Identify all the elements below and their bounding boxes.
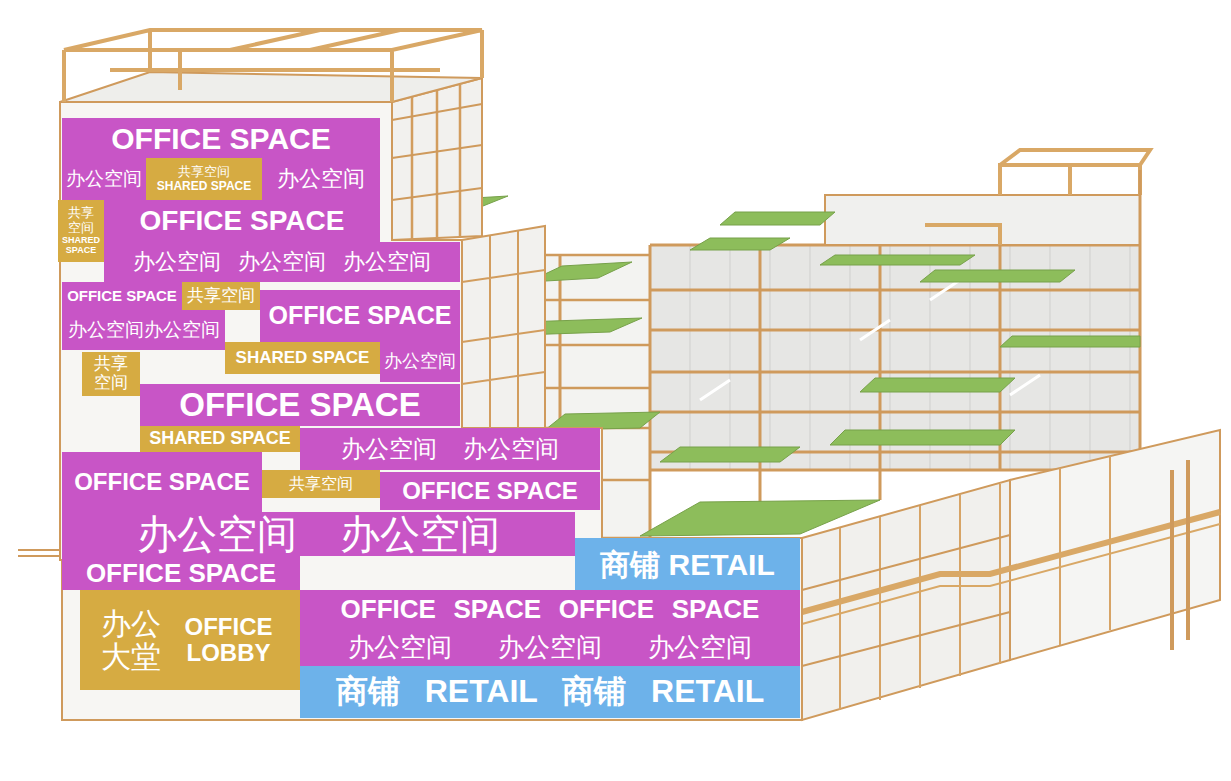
band-label: 商铺 RETAIL 商铺 RETAIL — [336, 674, 764, 709]
space-band: 共享空间 — [262, 470, 380, 498]
space-band: 商铺 RETAIL 商铺 RETAIL — [300, 666, 800, 718]
band-label: OFFICE SPACE — [269, 302, 452, 330]
space-band: OFFICE SPACE — [140, 384, 460, 426]
band-label: OFFICE SPACE — [67, 288, 177, 305]
space-band: 办公空间 — [380, 342, 460, 382]
band-label: OFFICE SPACE — [111, 122, 330, 155]
terrace — [820, 255, 975, 265]
terrace — [920, 270, 1075, 282]
terrace — [640, 500, 880, 536]
band-label: 办公空间 办公空间 办公空间 — [348, 633, 752, 662]
podium-end — [1010, 430, 1220, 660]
band-label: SHARED SPACE — [157, 180, 251, 193]
podium-mullions — [840, 456, 1110, 710]
band-label: OFFICE SPACE — [140, 206, 345, 237]
space-band: 商铺 RETAIL — [575, 538, 800, 590]
floor-slabs — [650, 245, 1140, 470]
band-label: SHARED SPACE — [236, 349, 370, 368]
office-tower — [18, 30, 802, 720]
tower-side-lower — [462, 226, 545, 428]
band-label: 共享空间 — [289, 475, 353, 493]
terrace — [720, 212, 835, 225]
band-label: 办公空间 — [384, 352, 456, 372]
band-label: 商铺 RETAIL — [600, 548, 774, 581]
band-label: OFFICE SPACE OFFICE SPACE — [341, 595, 760, 624]
glass-mass — [650, 245, 1140, 470]
tower-side-lines — [462, 230, 545, 428]
podium — [802, 430, 1220, 720]
space-band: 办公空间办公空间 — [62, 310, 225, 350]
space-band: 办公空间 — [62, 158, 146, 200]
space-band: OFFICE SPACE — [104, 200, 380, 242]
roof-frame — [64, 30, 482, 102]
space-band: 共享空间 — [182, 282, 260, 310]
band-label: 共享空间 — [187, 287, 255, 306]
space-band: 共享空间SHARED SPACE — [146, 158, 262, 200]
tower-roof — [60, 72, 482, 102]
stairs — [700, 280, 1040, 400]
space-band: OFFICE SPACE — [380, 472, 600, 510]
terrace — [660, 447, 800, 462]
band-label: 办公空间 — [277, 167, 365, 191]
space-band: OFFICE SPACE — [62, 452, 262, 512]
band-label: 办公空间 办公空间 — [137, 512, 500, 556]
terrace — [690, 238, 790, 250]
space-band: 办公空间 办公空间 办公空间 — [300, 628, 800, 666]
band-label: OFFICE SPACE — [74, 469, 250, 495]
band-label: 共享空间 — [67, 206, 94, 235]
band-label: OFFICE SPACE — [179, 387, 420, 423]
space-band: 共享空间SHARED SPACE — [58, 200, 104, 262]
band-label: 办公空间 — [66, 169, 142, 190]
ramp — [802, 512, 1220, 612]
space-band: OFFICE SPACE OFFICE SPACE — [300, 590, 800, 628]
space-band: 共享空间 — [82, 352, 140, 396]
band-label: 共享空间 — [178, 165, 230, 179]
space-band: 办公空间 办公空间 — [300, 428, 600, 470]
band-label: 办公大堂 — [100, 607, 163, 673]
band-label: OFFICE SPACE — [402, 478, 578, 504]
band-label: 共享空间 — [93, 355, 129, 392]
space-band: SHARED SPACE — [225, 342, 380, 374]
tower-front — [60, 102, 802, 720]
terrace — [860, 378, 1015, 392]
band-label: 办公空间 办公空间 — [341, 436, 559, 462]
space-band: OFFICE SPACE — [260, 290, 460, 342]
mullions — [690, 245, 1130, 470]
tower-side — [392, 78, 482, 240]
space-band: OFFICE SPACE — [62, 118, 380, 158]
space-band: OFFICE SPACE — [62, 556, 300, 590]
space-band: 办公空间 办公空间 — [62, 512, 575, 556]
space-band: 办公大堂 OFFICE LOBBY — [80, 590, 300, 690]
band-label: 办公空间办公空间 — [68, 320, 220, 341]
tower-floors — [392, 104, 482, 200]
space-band: OFFICE SPACE — [62, 282, 182, 310]
pilotis — [1172, 460, 1188, 650]
ramp-rail — [802, 524, 1220, 624]
band-label: SHARED SPACE — [149, 429, 291, 449]
terrace — [830, 430, 1015, 445]
band-label: OFFICE SPACE — [86, 559, 276, 588]
band-label: SHARED SPACE — [60, 236, 101, 256]
upper-volume — [825, 195, 1140, 245]
ledge — [18, 550, 60, 556]
roof-frame — [925, 150, 1150, 245]
band-label: 办公空间 办公空间 办公空间 — [133, 250, 431, 274]
space-band: 办公空间 办公空间 办公空间 — [104, 242, 460, 282]
band-label: OFFICE LOBBY — [177, 614, 280, 667]
terrace — [1000, 336, 1140, 347]
space-band: SHARED SPACE — [140, 426, 300, 452]
space-band: 办公空间 — [262, 158, 380, 200]
